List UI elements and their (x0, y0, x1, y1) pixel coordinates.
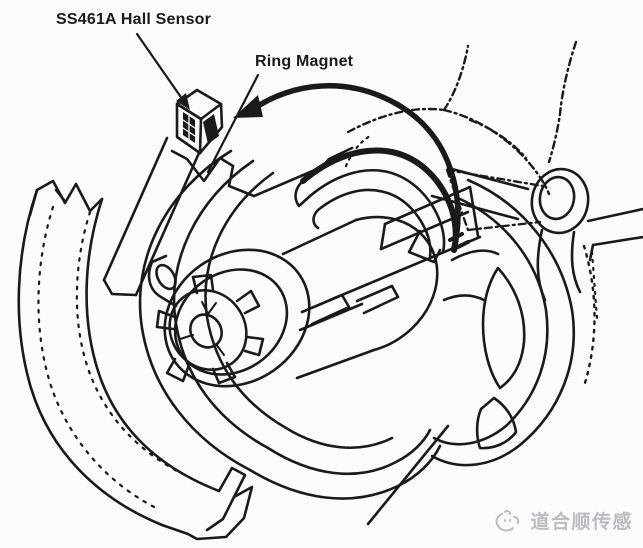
leader-line-hall-sensor (135, 32, 187, 105)
leader-arrowhead-hall-sensor (176, 93, 190, 110)
rotation-arrow-curve (243, 83, 461, 251)
ring-magnet-label: Ring Magnet (255, 53, 354, 70)
leader-line-ring-magnet (206, 73, 260, 174)
hall-sensor-box (175, 88, 224, 155)
spoke-window (481, 266, 526, 390)
hall-sensor-label: SS461A Hall Sensor (56, 11, 212, 28)
sensor-bracket (102, 136, 354, 297)
mounting-lug (155, 263, 177, 291)
retainer-clip (28, 179, 104, 217)
backing-plate-arc (17, 179, 254, 541)
bushing-eye (530, 167, 590, 235)
flange-foot (186, 466, 254, 541)
wheel-spokes (366, 178, 596, 526)
watermark: 道合顺传感 (493, 507, 633, 534)
bearing-housing-arcs (138, 149, 442, 500)
annotations (135, 32, 461, 251)
spoke-window (475, 396, 518, 450)
watermark-text: 道合顺传感 (530, 512, 633, 533)
watermark-logo-icon (496, 509, 520, 531)
rotation-arrowhead (233, 95, 263, 118)
bracket-v-notch (170, 149, 235, 183)
splined-shaft-end (155, 273, 265, 385)
hidden-fork-outline (346, 40, 578, 196)
